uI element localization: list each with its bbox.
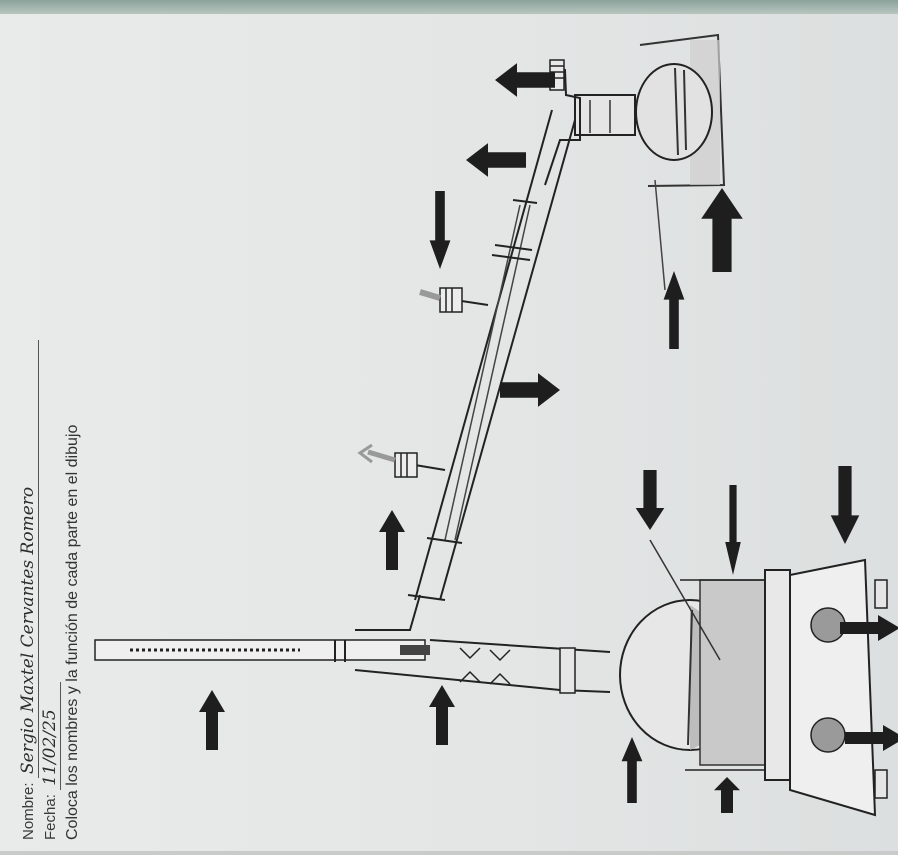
arrow-icon [500, 373, 560, 407]
arrow-icon [199, 690, 225, 750]
arrow-icon [429, 685, 455, 745]
vacuum-adapter [544, 59, 581, 186]
thermometer [94, 639, 430, 662]
distillation-head [354, 594, 611, 694]
arrow-icon [725, 485, 741, 575]
arrow-icon [621, 737, 643, 803]
arrow-icon [830, 466, 860, 544]
clamp-line [649, 539, 721, 661]
arrow-icon [379, 510, 405, 570]
arrow-icon [663, 271, 685, 349]
arrow-icon [495, 63, 555, 97]
arrow-icon [714, 777, 740, 813]
background-edge-bottom [0, 851, 898, 855]
background-edge [0, 0, 898, 14]
heating-mantle [680, 558, 888, 817]
arrow-icon [701, 188, 743, 272]
condenser [357, 109, 576, 601]
receiving-flask [574, 33, 726, 291]
arrow-icon [466, 143, 526, 177]
arrow-icon [635, 470, 665, 530]
arrow-icon [429, 191, 451, 269]
